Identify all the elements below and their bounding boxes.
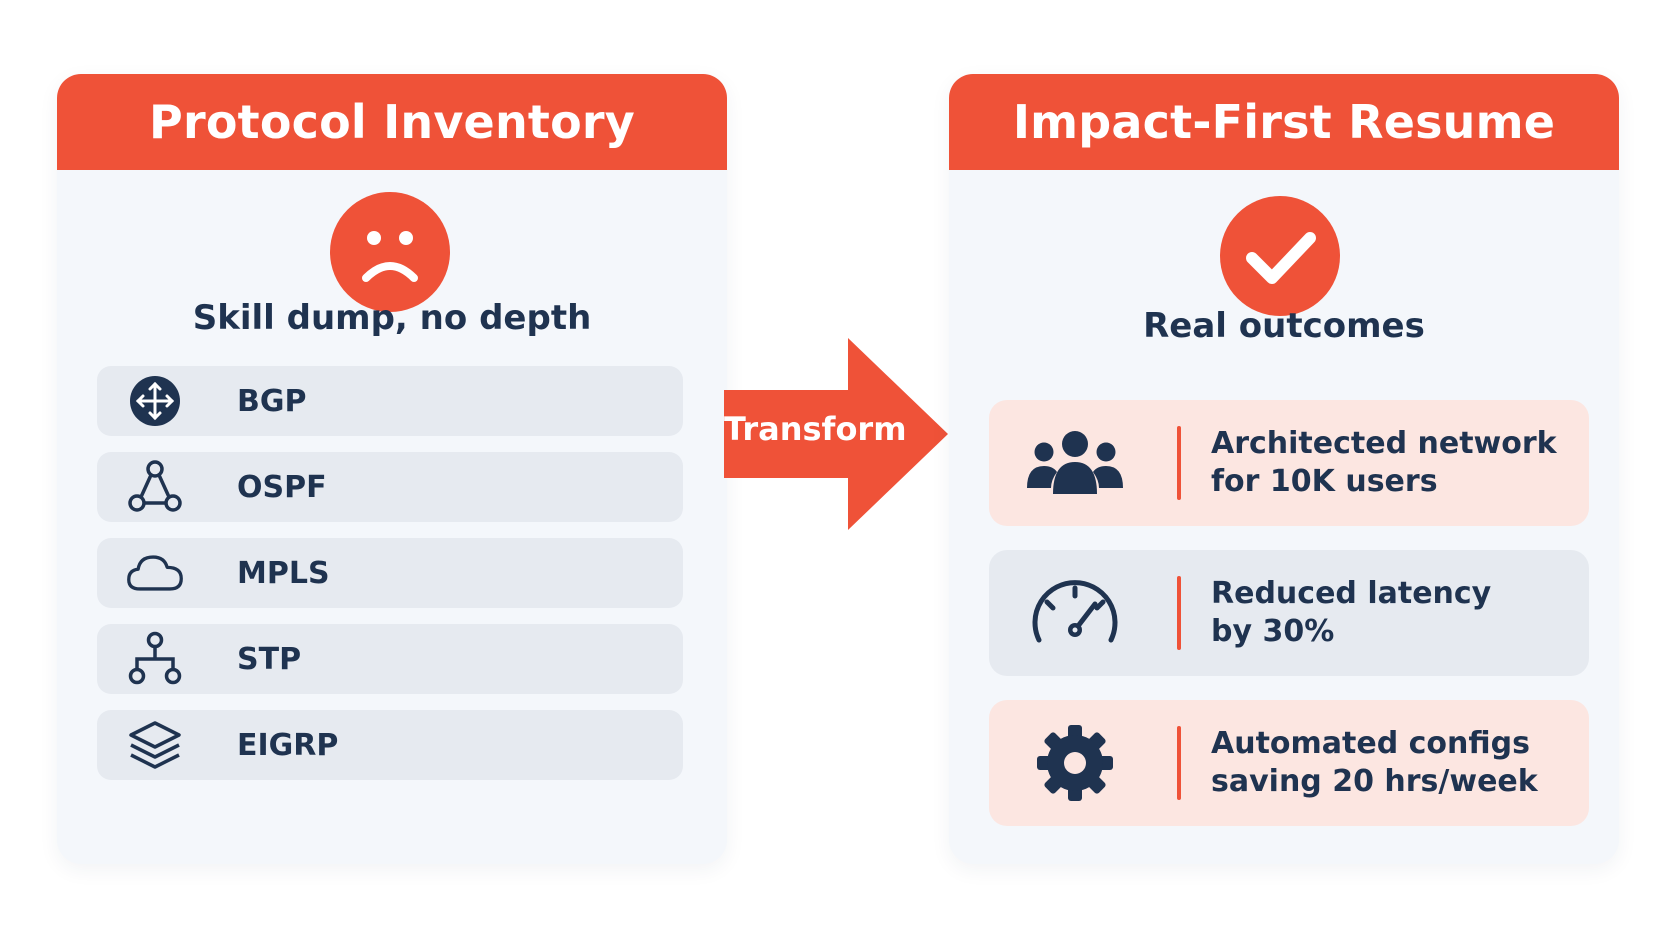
right-subtitle: Real outcomes xyxy=(1143,306,1425,346)
outcome-line: saving 20 hrs/week xyxy=(1211,764,1538,799)
outcome-text: Automated configs saving 20 hrs/week xyxy=(1211,725,1538,801)
sad-face-icon xyxy=(330,192,450,312)
outcome-text: Architected network for 10K users xyxy=(1211,425,1557,501)
layers-icon xyxy=(125,715,185,775)
transform-arrow xyxy=(724,338,948,530)
outcome-line: for 10K users xyxy=(1211,464,1438,499)
outcome-line: Reduced latency xyxy=(1211,576,1492,611)
protocol-row-eigrp: EIGRP xyxy=(97,710,683,780)
protocol-label: BGP xyxy=(237,383,307,419)
protocol-inventory-panel: Protocol Inventory Skill dump, no depth xyxy=(57,74,727,864)
tree-topology-icon xyxy=(125,629,185,689)
gear-icon xyxy=(1025,718,1125,808)
protocol-row-bgp: BGP xyxy=(97,366,683,436)
outcome-text: Reduced latency by 30% xyxy=(1211,575,1491,651)
protocol-row-mpls: MPLS xyxy=(97,538,683,608)
protocol-row-ospf: OSPF xyxy=(97,452,683,522)
outcome-card-automation: Automated configs saving 20 hrs/week xyxy=(989,700,1589,826)
left-panel-title: Protocol Inventory xyxy=(57,74,727,170)
outcome-line: by 30% xyxy=(1211,614,1335,649)
accent-divider xyxy=(1177,726,1181,800)
outcome-line: Automated configs xyxy=(1211,726,1530,761)
right-panel-title: Impact-First Resume xyxy=(949,74,1619,170)
accent-divider xyxy=(1177,576,1181,650)
protocol-label: EIGRP xyxy=(237,727,339,763)
protocol-label: OSPF xyxy=(237,469,327,505)
outcome-card-latency: Reduced latency by 30% xyxy=(989,550,1589,676)
speedometer-icon xyxy=(1025,568,1125,658)
network-triangle-icon xyxy=(125,457,185,517)
checkmark-icon xyxy=(1220,196,1340,316)
outcome-line: Architected network xyxy=(1211,426,1557,461)
protocol-label: MPLS xyxy=(237,555,330,591)
cloud-icon xyxy=(125,543,185,603)
protocol-label: STP xyxy=(237,641,302,677)
accent-divider xyxy=(1177,426,1181,500)
left-subtitle: Skill dump, no depth xyxy=(192,298,592,338)
impact-first-resume-panel: Impact-First Resume Real outcomes Archit… xyxy=(949,74,1619,864)
users-group-icon xyxy=(1025,418,1125,508)
transform-label: Transform xyxy=(724,410,907,448)
protocol-row-stp: STP xyxy=(97,624,683,694)
outcome-card-network: Architected network for 10K users xyxy=(989,400,1589,526)
router-arrows-icon xyxy=(125,371,185,431)
